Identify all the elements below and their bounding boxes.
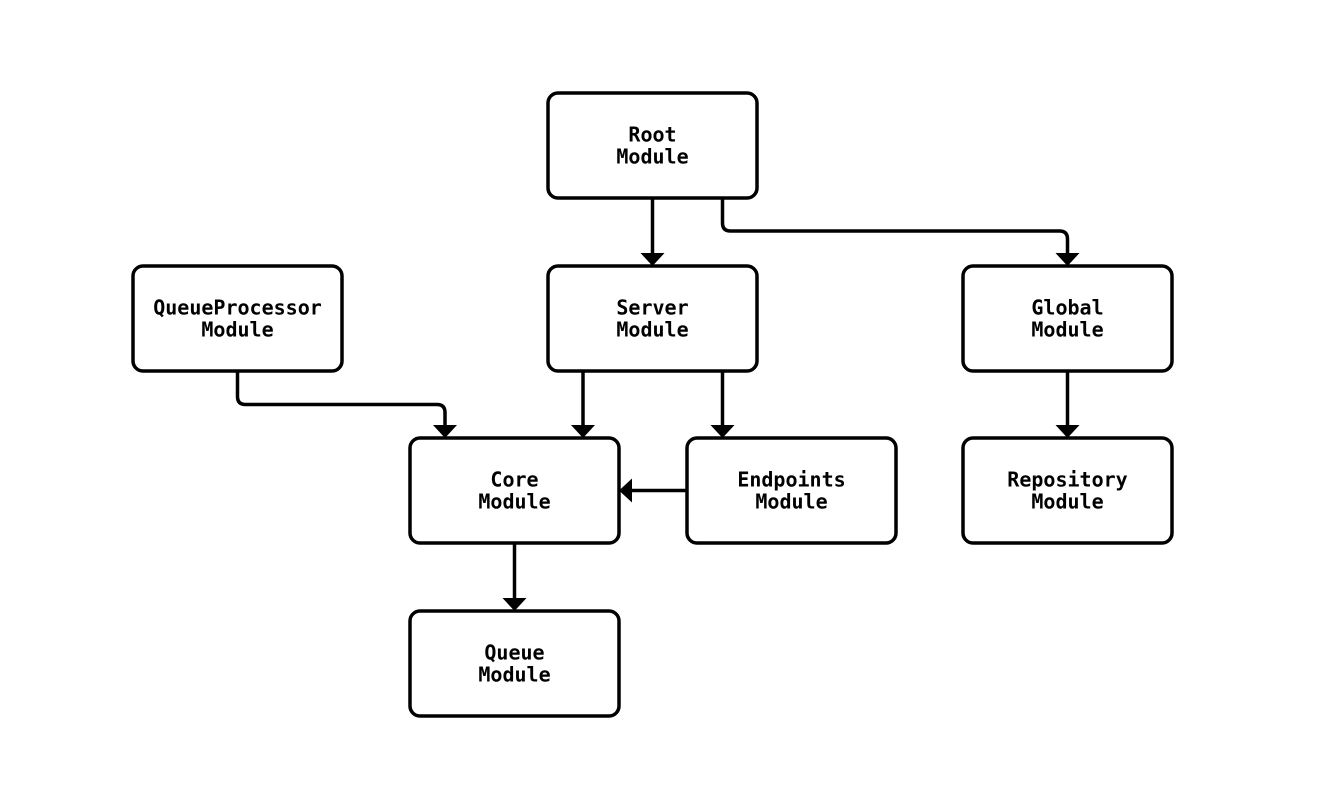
- node-endpoints-label-line-2: Module: [755, 490, 827, 514]
- edge-queueprocessor-to-core: [235, 371, 457, 438]
- arrowhead-icon: [1055, 253, 1080, 266]
- arrowhead-icon: [1055, 425, 1080, 438]
- node-server-box: [546, 264, 759, 373]
- node-global-box: [961, 264, 1174, 373]
- edge-line: [235, 371, 447, 427]
- node-root-label-line-2: Module: [616, 145, 688, 169]
- node-global-label-line-2: Module: [1031, 318, 1103, 342]
- edge-endpoints-to-core: [619, 478, 687, 503]
- node-repository-box: [961, 436, 1174, 545]
- edge-server-to-endpoints: [710, 371, 735, 438]
- arrowhead-icon: [640, 253, 665, 266]
- node-core-label-line-2: Module: [478, 490, 550, 514]
- arrowhead-icon: [571, 425, 595, 438]
- node-repository-label-line-1: Repository: [1007, 468, 1127, 492]
- node-queue-label-line-1: Queue: [484, 641, 544, 665]
- edge-core-to-queue: [502, 543, 527, 611]
- node-queueprocessor-label-line-1: QueueProcessor: [153, 296, 322, 320]
- edge-root-to-server: [640, 198, 665, 266]
- edge-root-to-global: [720, 198, 1080, 266]
- edge-global-to-repository: [1055, 371, 1080, 438]
- node-root-box: [546, 91, 759, 200]
- edge-line: [720, 198, 1070, 255]
- arrowhead-icon: [502, 598, 527, 611]
- node-queue-box: [408, 609, 621, 718]
- node-repository-label-line-2: Module: [1031, 490, 1103, 514]
- node-core-label-line-1: Core: [490, 468, 538, 492]
- node-queueprocessor-label-line-2: Module: [201, 318, 273, 342]
- node-queueprocessor-box: [131, 264, 344, 373]
- node-root-label-line-1: Root: [628, 123, 676, 147]
- arrowhead-icon: [619, 478, 632, 503]
- node-server-label-line-1: Server: [616, 296, 688, 320]
- arrowhead-icon: [710, 425, 735, 438]
- edge-server-to-core: [571, 371, 595, 438]
- node-global-label-line-1: Global: [1031, 296, 1103, 320]
- node-queue-label-line-2: Module: [478, 663, 550, 687]
- node-endpoints-label-line-1: Endpoints: [737, 468, 845, 492]
- node-server-label-line-2: Module: [616, 318, 688, 342]
- arrowhead-icon: [433, 425, 457, 438]
- node-endpoints-box: [685, 436, 898, 545]
- node-core-box: [408, 436, 621, 545]
